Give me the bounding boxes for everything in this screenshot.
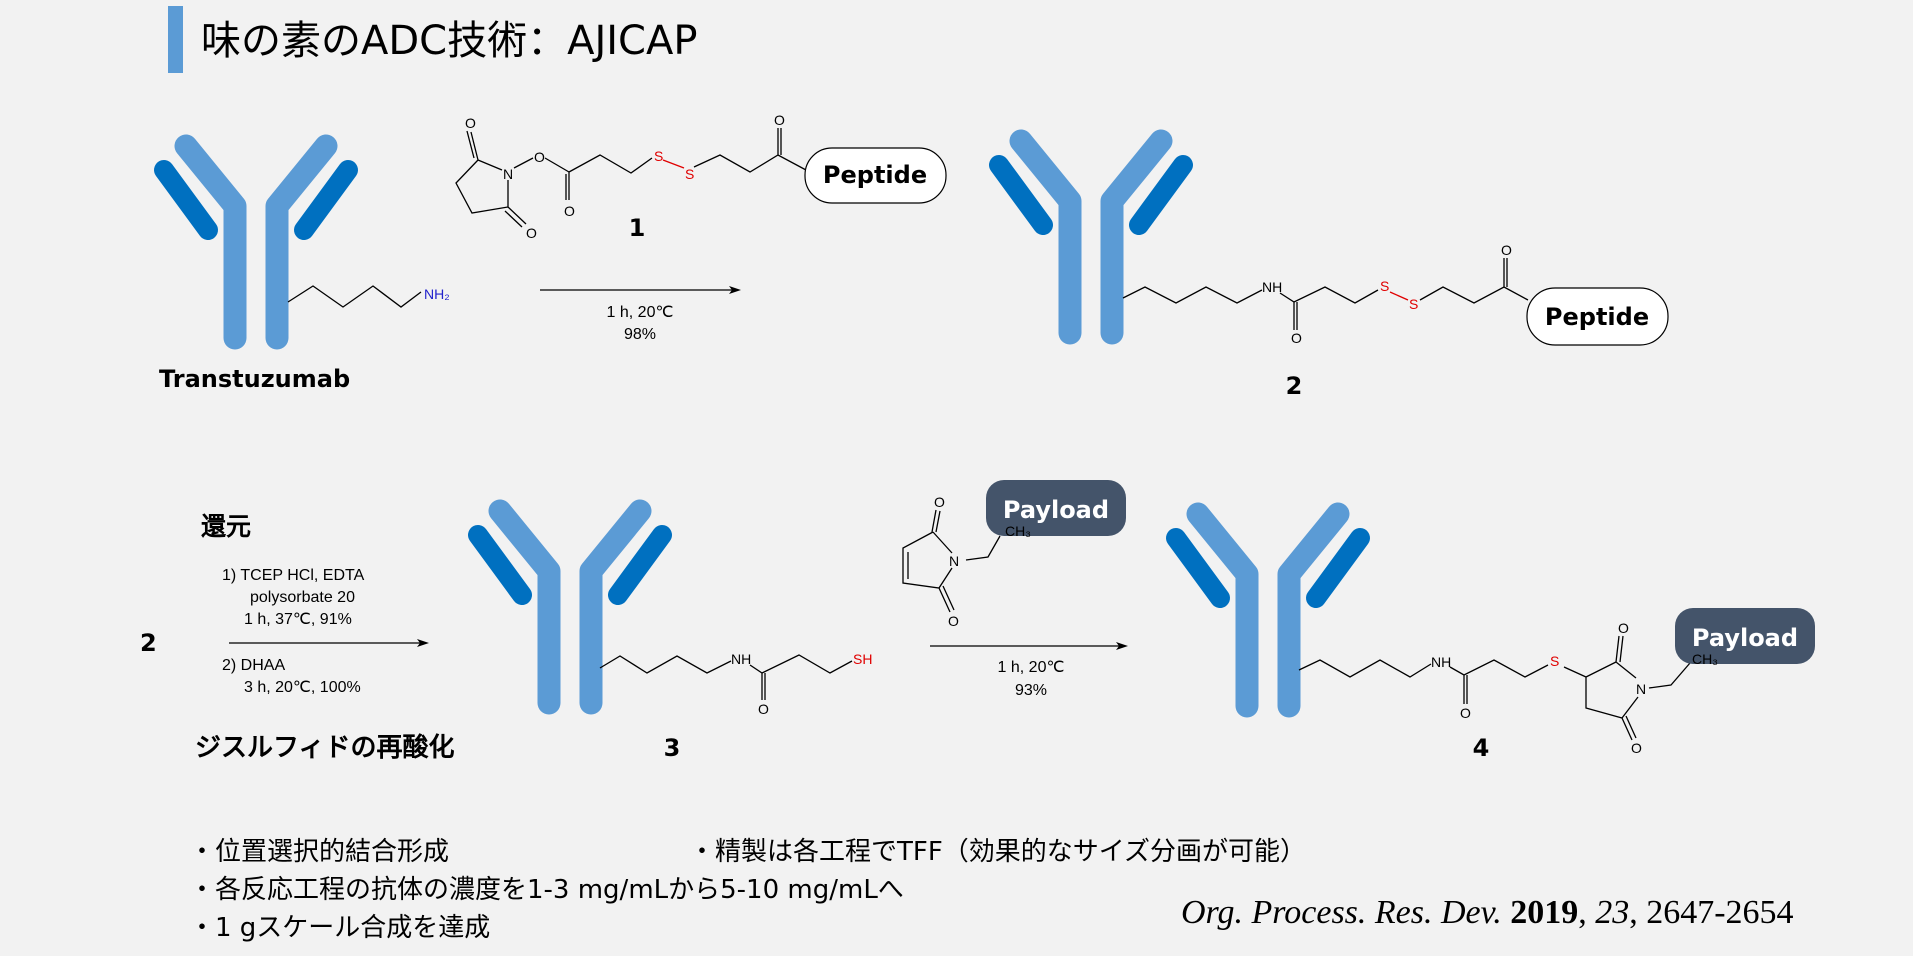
reagent-text: 2) DHAA — [222, 657, 285, 674]
peptide-box — [1526, 287, 1669, 346]
svg-text:O: O — [1460, 705, 1471, 721]
compound-4-structure: NH S O N O O — [1298, 620, 1691, 756]
bullet-item: ・精製は各工程でTFF（効果的なサイズ分画が可能） — [689, 837, 1306, 867]
compound-number: 3 — [664, 734, 681, 762]
reagent-text: 3 h, 20℃, 100% — [244, 679, 361, 696]
svg-text:O: O — [1618, 620, 1629, 636]
arrow-head-icon — [417, 639, 429, 647]
antibody-icon — [478, 511, 662, 703]
atom-label: CH₃ — [1692, 651, 1718, 667]
svg-text:NH: NH — [731, 651, 751, 667]
bullet-item: ・各反応工程の抗体の濃度を1-3 mg/mLから5-10 mg/mLへ — [189, 875, 904, 905]
peptide-label: Peptide — [1545, 303, 1649, 331]
reagent-text: 1) TCEP HCl, EDTA — [222, 567, 365, 584]
svg-text:S: S — [654, 148, 663, 164]
svg-text:S: S — [1380, 278, 1389, 294]
atom-label: NH₂ — [424, 286, 450, 302]
reaction-yield: 93% — [1015, 682, 1047, 699]
citation-volume: 23 — [1595, 894, 1629, 931]
svg-text:O: O — [1501, 242, 1512, 258]
svg-text:NH: NH — [1431, 654, 1451, 670]
maleimide-structure: O N O — [902, 494, 1001, 629]
svg-text:O: O — [1631, 740, 1642, 756]
antibody-icon — [164, 146, 348, 338]
payload-box — [986, 480, 1126, 536]
citation-journal: Org. Process. Res. Dev. — [1181, 894, 1502, 931]
compound-number: 1 — [629, 214, 646, 242]
compound-3-structure: NH SH O — [599, 651, 872, 717]
payload-label: Payload — [1003, 496, 1109, 524]
payload-box — [1675, 608, 1815, 664]
svg-text:N: N — [1636, 681, 1646, 697]
citation-separator: , — [1629, 894, 1646, 931]
citation-pages: 2647-2654 — [1646, 894, 1793, 931]
compound-number: 2 — [140, 629, 157, 657]
bullet-item: ・位置選択的結合形成 — [189, 837, 449, 867]
arrow-head-icon — [729, 286, 741, 294]
svg-text:S: S — [685, 166, 694, 182]
svg-text:O: O — [465, 115, 476, 131]
svg-text:S: S — [1409, 296, 1418, 312]
bullet-item: ・1 gスケール合成を達成 — [189, 913, 490, 943]
step-heading-reoxidation: ジスルフィドの再酸化 — [195, 733, 454, 763]
reaction-yield: 98% — [624, 326, 656, 343]
reagent-text: 1 h, 37℃, 91% — [244, 611, 352, 628]
payload-label: Payload — [1692, 624, 1798, 652]
svg-text:O: O — [534, 149, 545, 165]
reaction-conditions: 1 h, 20℃ — [607, 304, 674, 321]
compound-2-structure: NH O S S O — [1122, 242, 1529, 346]
svg-text:O: O — [758, 701, 769, 717]
peptide-box — [804, 147, 947, 204]
svg-text:O: O — [526, 225, 537, 241]
reaction-conditions: 1 h, 20℃ — [998, 659, 1065, 676]
step-heading-reduction: 還元 — [201, 512, 251, 541]
svg-text:N: N — [949, 553, 959, 569]
citation: Org. Process. Res. Dev. 2019, 23, 2647-2… — [1181, 894, 1794, 931]
peptide-label: Peptide — [823, 161, 927, 189]
antibody-icon — [1176, 514, 1360, 706]
svg-text:SH: SH — [853, 651, 872, 667]
svg-text:O: O — [564, 203, 575, 219]
svg-text:NH: NH — [1262, 279, 1282, 295]
antibody-icon — [999, 141, 1183, 333]
title-accent-bar — [168, 6, 183, 73]
svg-text:N: N — [503, 166, 513, 182]
svg-text:O: O — [948, 613, 959, 629]
atom-label: CH₃ — [1005, 523, 1031, 539]
svg-text:O: O — [774, 112, 785, 128]
arrow-head-icon — [1116, 642, 1128, 650]
svg-text:S: S — [1550, 653, 1559, 669]
svg-text:O: O — [934, 494, 945, 510]
citation-year: 2019 — [1510, 894, 1578, 931]
lysine-chain — [287, 285, 422, 308]
compound-number: 4 — [1473, 734, 1490, 762]
page-title: 味の素のADC技術：AJICAP — [201, 18, 697, 64]
compound-number: 2 — [1286, 372, 1303, 400]
citation-separator: , — [1578, 894, 1595, 931]
svg-text:O: O — [1291, 330, 1302, 346]
antibody-name: Transtuzumab — [159, 365, 350, 393]
compound-1-structure: O N O O O S S O — [455, 112, 807, 241]
reagent-text: polysorbate 20 — [250, 589, 355, 606]
